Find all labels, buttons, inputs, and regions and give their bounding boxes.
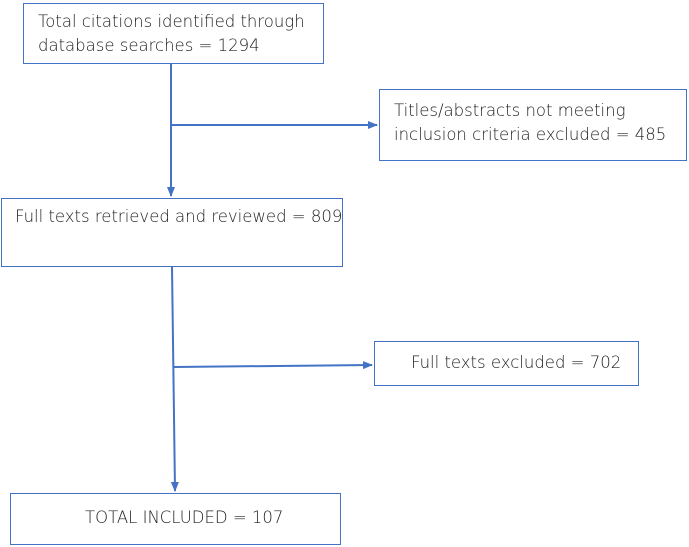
total-citations-box: Total citations identified through datab… bbox=[23, 3, 324, 64]
full-texts-excluded-line-1: Full texts excluded = 702 bbox=[411, 353, 622, 372]
excluded-titles-line-1: Titles/abstracts not meeting bbox=[394, 101, 626, 120]
arrow-to-excluded-full bbox=[173, 361, 373, 370]
total-included-box: TOTAL INCLUDED = 107 bbox=[10, 493, 341, 545]
full-texts-reviewed-line-1: Full texts retrieved and reviewed = 809 bbox=[15, 207, 343, 226]
total-citations-line-1: Total citations identified through bbox=[38, 12, 305, 31]
excluded-titles-line-2: inclusion criteria excluded = 485 bbox=[394, 125, 667, 144]
arrow-fulltexts-to-included bbox=[170, 266, 179, 492]
full-texts-reviewed-box: Full texts retrieved and reviewed = 809 bbox=[1, 198, 343, 267]
excluded-titles-box: Titles/abstracts not meeting inclusion c… bbox=[379, 89, 687, 161]
total-included-line-1: TOTAL INCLUDED = 107 bbox=[85, 508, 284, 527]
full-texts-excluded-box: Full texts excluded = 702 bbox=[374, 341, 639, 386]
total-citations-line-2: database searches = 1294 bbox=[38, 36, 260, 55]
